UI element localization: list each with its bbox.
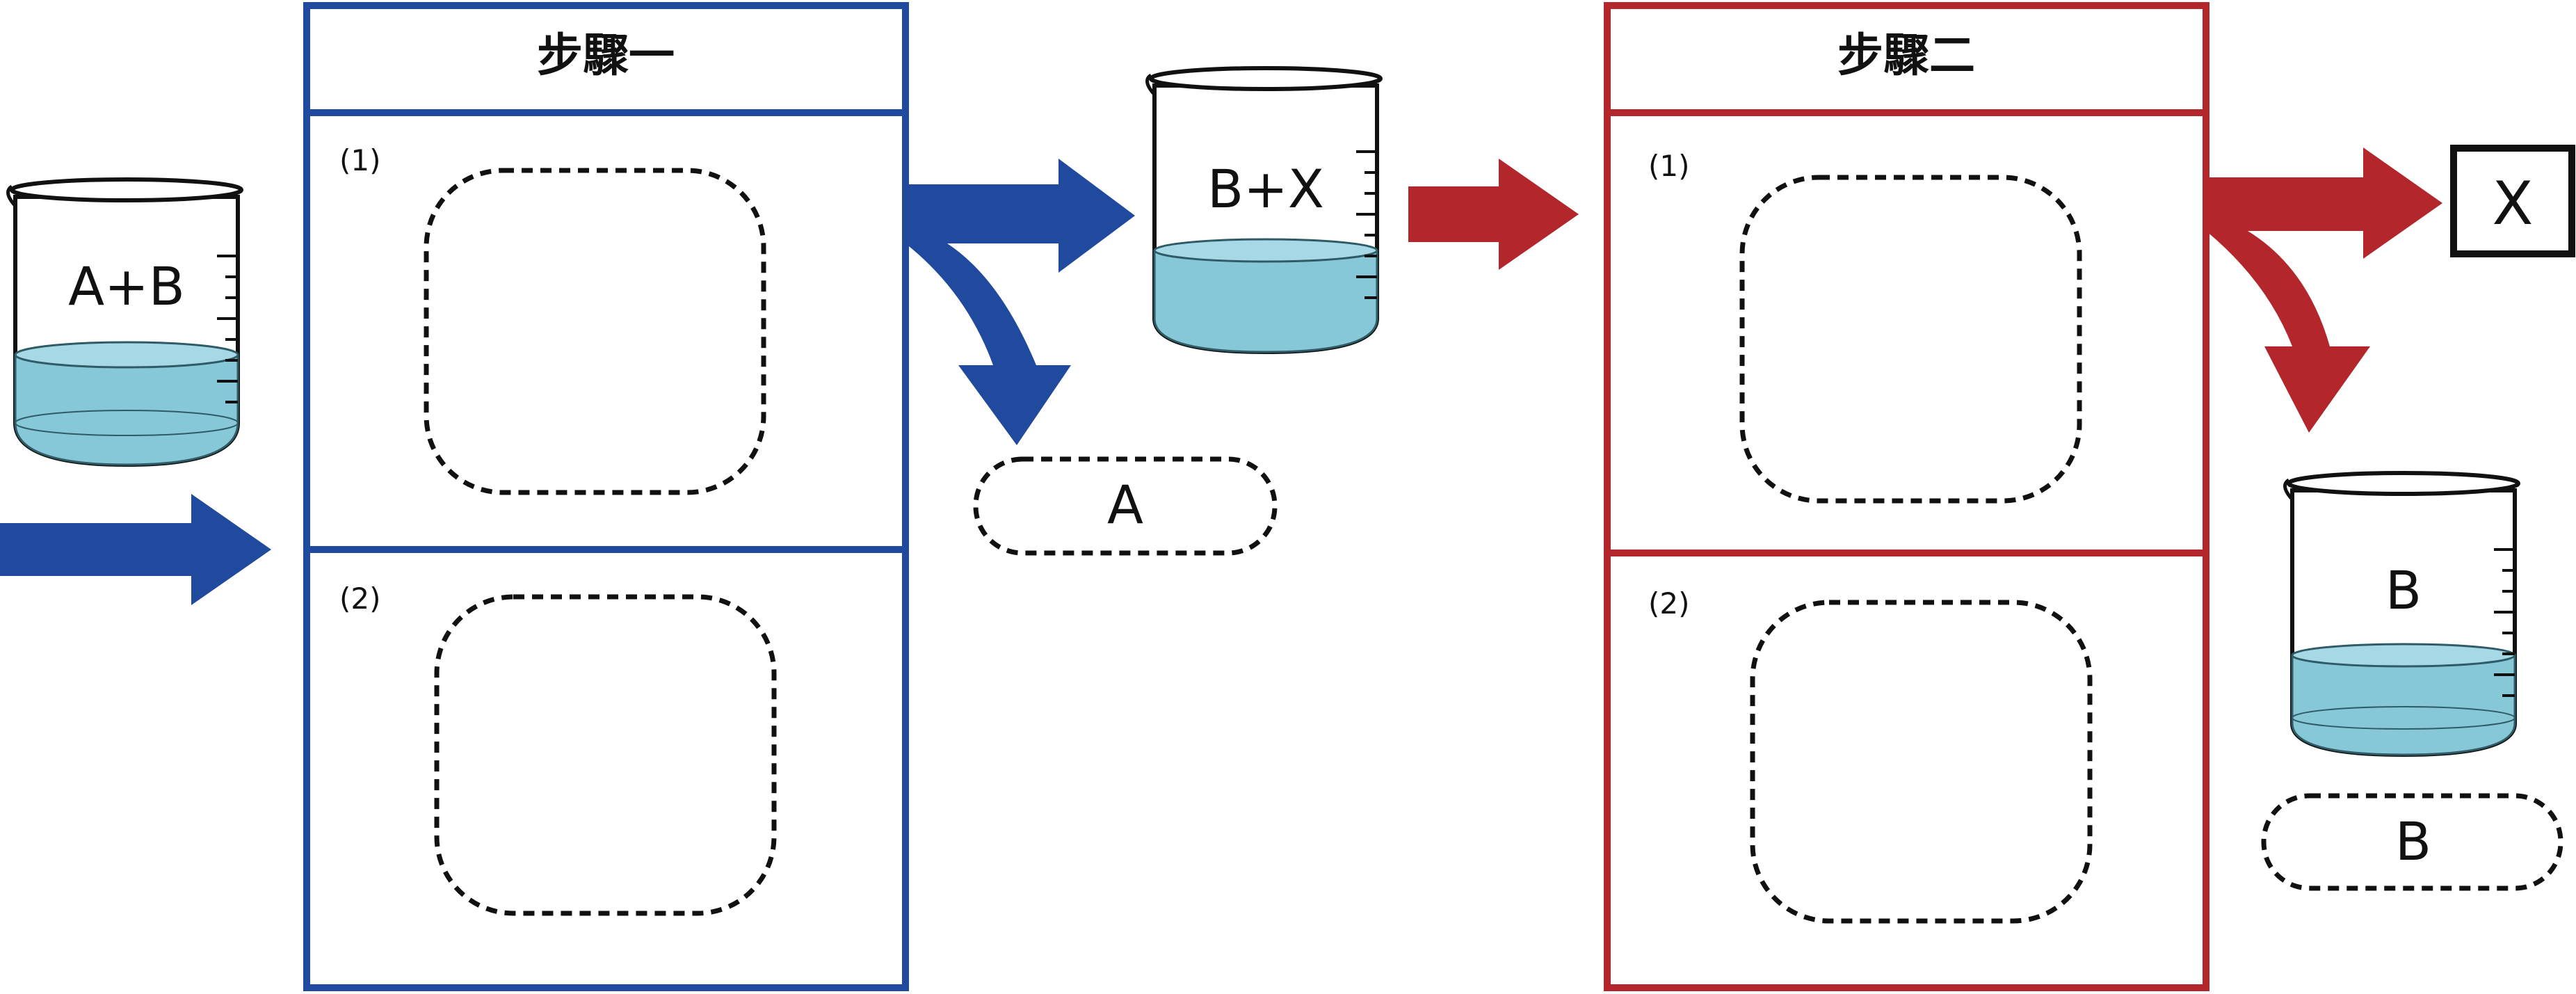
step2-slot1-label: (1) — [1648, 149, 1690, 183]
arrow-step1-to-beaker — [905, 159, 1135, 273]
step2-product-box: X — [2450, 145, 2575, 257]
step1-residue-pill: A — [973, 456, 1278, 556]
beaker-start-label: A+B — [68, 255, 185, 317]
beaker-end-label: B — [2385, 559, 2422, 621]
step1-slot2-box[interactable] — [434, 594, 777, 916]
step2-title: 步驟二 — [1837, 29, 1975, 82]
beaker-start-scale — [217, 255, 238, 403]
step1-slot1-box[interactable] — [424, 168, 766, 495]
beaker-start: A+B — [6, 177, 243, 467]
arrow-step2-to-x — [2206, 147, 2442, 259]
beaker-middle-label: B+X — [1207, 158, 1324, 220]
step1-slot1-label: (1) — [339, 143, 381, 177]
step1-panel: 步驟一 (1) (2) — [303, 2, 909, 991]
arrow-step1-down — [905, 243, 1071, 445]
beaker-end-scale — [2494, 548, 2515, 697]
step1-residue-label: A — [1107, 474, 1143, 536]
step2-slot1-box[interactable] — [1739, 175, 2082, 504]
arrow-step2-down — [2206, 231, 2370, 433]
arrow-into-step1 — [0, 494, 271, 605]
beaker-middle-scale — [1356, 150, 1377, 299]
step2-slot2-box[interactable] — [1750, 600, 2093, 924]
step1-slot2-label: (2) — [339, 582, 381, 616]
final-pill: B — [2261, 793, 2563, 891]
step1-title: 步驟一 — [537, 29, 675, 82]
beaker-end: B — [2283, 471, 2520, 757]
step2-slot2-label: (2) — [1648, 586, 1690, 620]
step2-product-label: X — [2493, 169, 2534, 239]
beaker-middle: B+X — [1145, 66, 1383, 355]
arrow-into-step2 — [1408, 159, 1579, 270]
step2-panel: 步驟二 (1) (2) — [1604, 2, 2209, 991]
final-pill-label: B — [2395, 810, 2431, 872]
